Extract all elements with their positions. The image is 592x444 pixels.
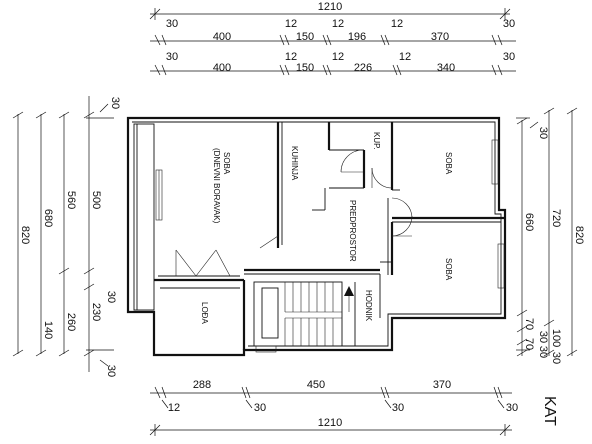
dim-top-r2-6: 12: [399, 51, 411, 63]
dim-left-3: 500: [90, 191, 102, 209]
bottom-dimension-chain: 288 450 370 12 30 30 30 1210: [149, 379, 518, 436]
dim-top-r1-0: 30: [166, 18, 178, 30]
room-labels: SOBA (DNEVNI BORAVAK) KUHINJA KUP. SOBA …: [200, 132, 453, 324]
dim-top-r1-4: 12: [332, 18, 344, 30]
dim-bottom-tick-2: 30: [392, 402, 404, 414]
dim-bottom-overall: 1210: [318, 417, 342, 429]
room-label-hodnik: HODNIK: [364, 290, 373, 322]
dim-top-r2-3: 150: [296, 62, 314, 74]
dim-right-4: 100: [550, 329, 562, 347]
right-dimension-chain: 30 820 720 660 100 70 30 30 30 70: [516, 107, 585, 364]
dim-right-6: 30: [537, 331, 549, 343]
dim-right-1: 820: [573, 226, 585, 244]
dim-left-2: 560: [65, 191, 77, 209]
dim-left-0: 820: [19, 226, 31, 244]
floor-plan-walls: [126, 116, 507, 357]
room-label-predprostor: PREDPROSTOR: [348, 200, 357, 262]
dim-bottom-seg-1: 450: [307, 379, 325, 391]
dim-top-r2-5: 226: [354, 62, 372, 74]
dim-left-8: 30: [105, 291, 117, 303]
dim-top-r1-6: 12: [391, 18, 403, 30]
dim-right-9: 70: [523, 338, 535, 350]
room-label-lodja: LOĐA: [200, 302, 209, 324]
dim-left-6: 260: [65, 313, 77, 331]
dim-right-5: 70: [523, 318, 535, 330]
dim-top-r2-0: 30: [166, 51, 178, 63]
room-label-kuhinja: KUHINJA: [290, 146, 299, 181]
room-label-kup: KUP.: [372, 132, 381, 150]
dim-top-r2-2: 12: [285, 51, 297, 63]
dim-top-r2-8: 30: [503, 51, 515, 63]
dim-top-r2-7: 340: [437, 62, 455, 74]
dim-top-r1-1: 400: [213, 31, 231, 43]
dim-left-9: 30: [105, 365, 117, 377]
dim-top-overall: 1210: [318, 1, 342, 13]
top-dimension-chain: 1210 30 400 12 150 12 196 12 370 30 30 4…: [149, 1, 516, 76]
dim-top-r2-4: 12: [332, 51, 344, 63]
dim-right-3: 660: [523, 213, 535, 231]
dim-top-r1-3: 150: [296, 31, 314, 43]
dim-top-r1-2: 12: [285, 18, 297, 30]
dim-left-7: 230: [90, 303, 102, 321]
dim-top-r1-7: 370: [431, 31, 449, 43]
dim-bottom-tick-3: 30: [506, 402, 518, 414]
dim-top-r1-5: 196: [348, 31, 366, 43]
dim-top-r2-1: 400: [213, 62, 231, 74]
dim-left-1: 680: [42, 209, 54, 227]
dim-right-0: 30: [537, 127, 549, 139]
left-dimension-chain: 820 680 560 500 30 140 260 230 30 30: [12, 96, 121, 377]
dim-right-8: 30: [550, 352, 562, 364]
dim-bottom-seg-0: 288: [193, 379, 211, 391]
room-label-soba-upper: SOBA: [444, 152, 453, 175]
room-label-soba-lower: SOBA: [444, 258, 453, 281]
dim-left-5: 140: [42, 321, 54, 339]
room-label-soba-dnevni: SOBA: [222, 152, 231, 175]
dim-right-2: 720: [550, 209, 562, 227]
dim-top-r1-8: 30: [503, 18, 515, 30]
dim-bottom-seg-2: 370: [433, 379, 451, 391]
room-label-dnevni-boravak: (DNEVNI BORAVAK): [212, 148, 221, 224]
dim-left-4: 30: [109, 97, 121, 109]
dim-bottom-tick-1: 30: [254, 402, 266, 414]
dim-bottom-tick-0: 12: [168, 402, 180, 414]
floor-title: KAT: [541, 396, 558, 426]
stair-arrow-icon: [344, 286, 354, 296]
dim-right-7: 30: [537, 346, 549, 358]
